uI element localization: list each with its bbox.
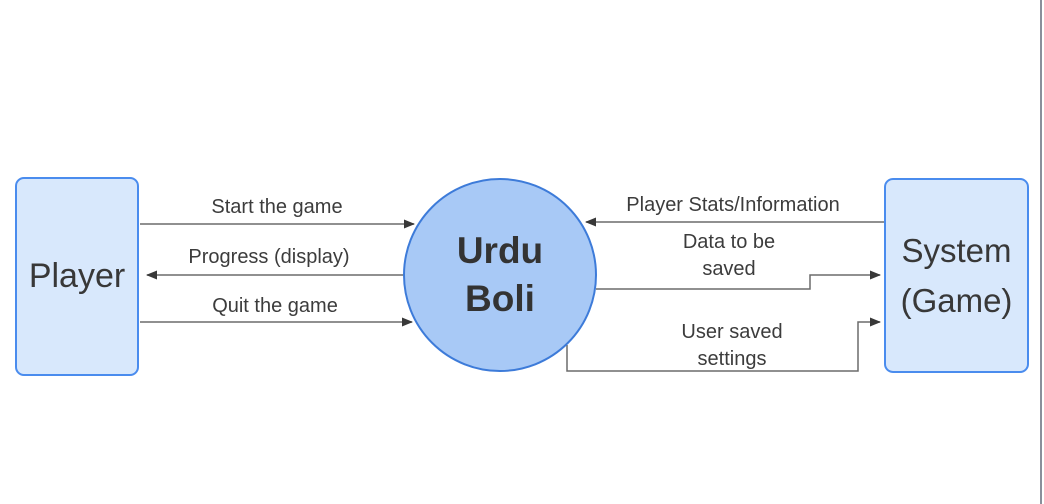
entity-system-game[interactable]: System (Game): [884, 178, 1029, 373]
flow-label-player-stats-information[interactable]: Player Stats/Information: [626, 194, 840, 216]
flow-label-start-the-game[interactable]: Start the game: [211, 196, 343, 218]
entity-system-game-label: System (Game): [900, 232, 1013, 319]
process-urdu-boli-label: Urdu Boli: [456, 229, 544, 319]
flow-label-progress-display[interactable]: Progress (display): [188, 246, 350, 268]
flow-user-saved-settings-connector[interactable]: [566, 317, 881, 372]
flow-label-data-to-be-saved[interactable]: Data to be saved: [682, 231, 776, 280]
page-boundary-line: [1040, 0, 1042, 504]
flow-data-to-be-saved-connector[interactable]: [596, 270, 881, 290]
entity-player-label: Player: [28, 257, 126, 295]
flow-label-quit-the-game[interactable]: Quit the game: [212, 295, 338, 317]
flow-label-user-saved-settings[interactable]: User saved settings: [681, 321, 783, 370]
process-urdu-boli[interactable]: Urdu Boli: [403, 178, 597, 372]
entity-player[interactable]: Player: [15, 177, 139, 376]
